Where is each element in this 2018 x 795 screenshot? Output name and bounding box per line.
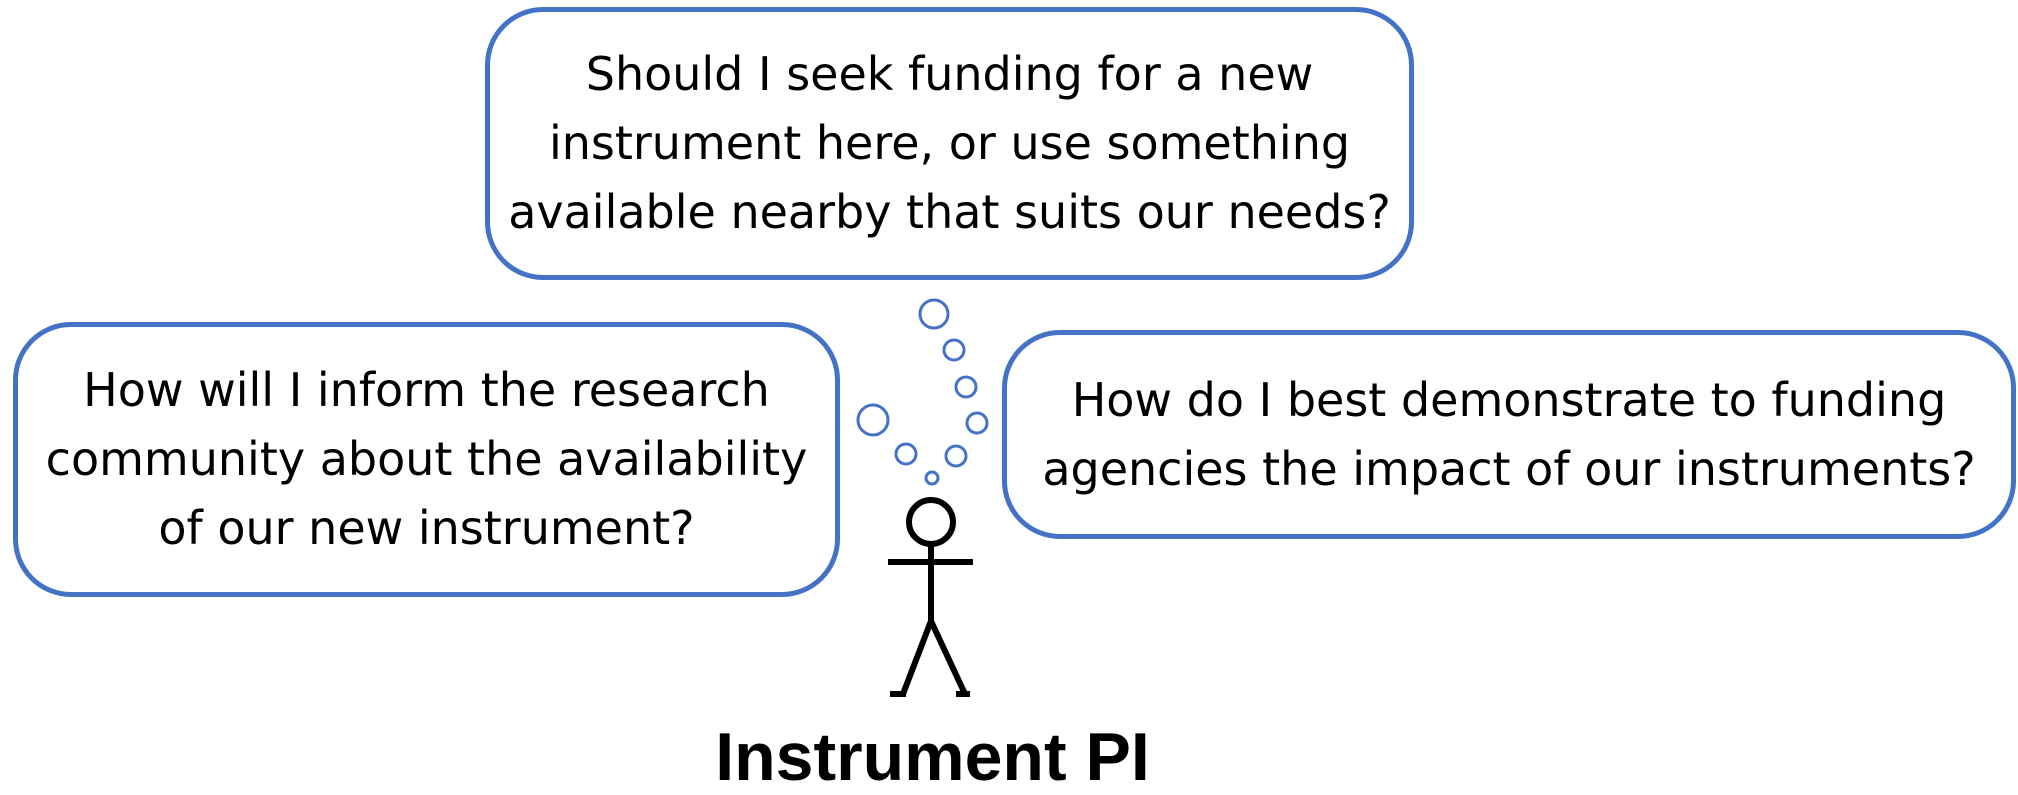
stick-figure-head — [906, 497, 956, 547]
thought-bubble-funding-question: Should I seek funding for a new instrume… — [485, 7, 1414, 280]
thought-bubble-impact-text: How do I best demonstrate to funding age… — [1042, 372, 1976, 496]
stick-figure-left-leg — [900, 619, 934, 696]
thought-dot — [894, 442, 918, 466]
actor-label: Instrument PI — [715, 719, 1150, 795]
thought-dots — [856, 298, 989, 486]
thought-bubble-outreach-text: How will I inform the research community… — [45, 363, 808, 555]
thought-bubble-funding-text: Should I seek funding for a new instrume… — [508, 47, 1391, 239]
thought-dot — [944, 444, 968, 468]
thought-dot — [965, 411, 989, 435]
thought-bubble-outreach-question: How will I inform the research community… — [13, 322, 840, 597]
thought-dot — [918, 298, 950, 330]
thought-bubble-impact-question: How do I best demonstrate to funding age… — [1002, 330, 2016, 539]
stick-figure-right-leg — [928, 619, 968, 696]
thought-dot — [924, 470, 940, 486]
thought-dot — [954, 375, 978, 399]
thought-dot — [856, 403, 890, 437]
thought-dot — [942, 338, 966, 362]
stick-figure — [888, 497, 973, 697]
